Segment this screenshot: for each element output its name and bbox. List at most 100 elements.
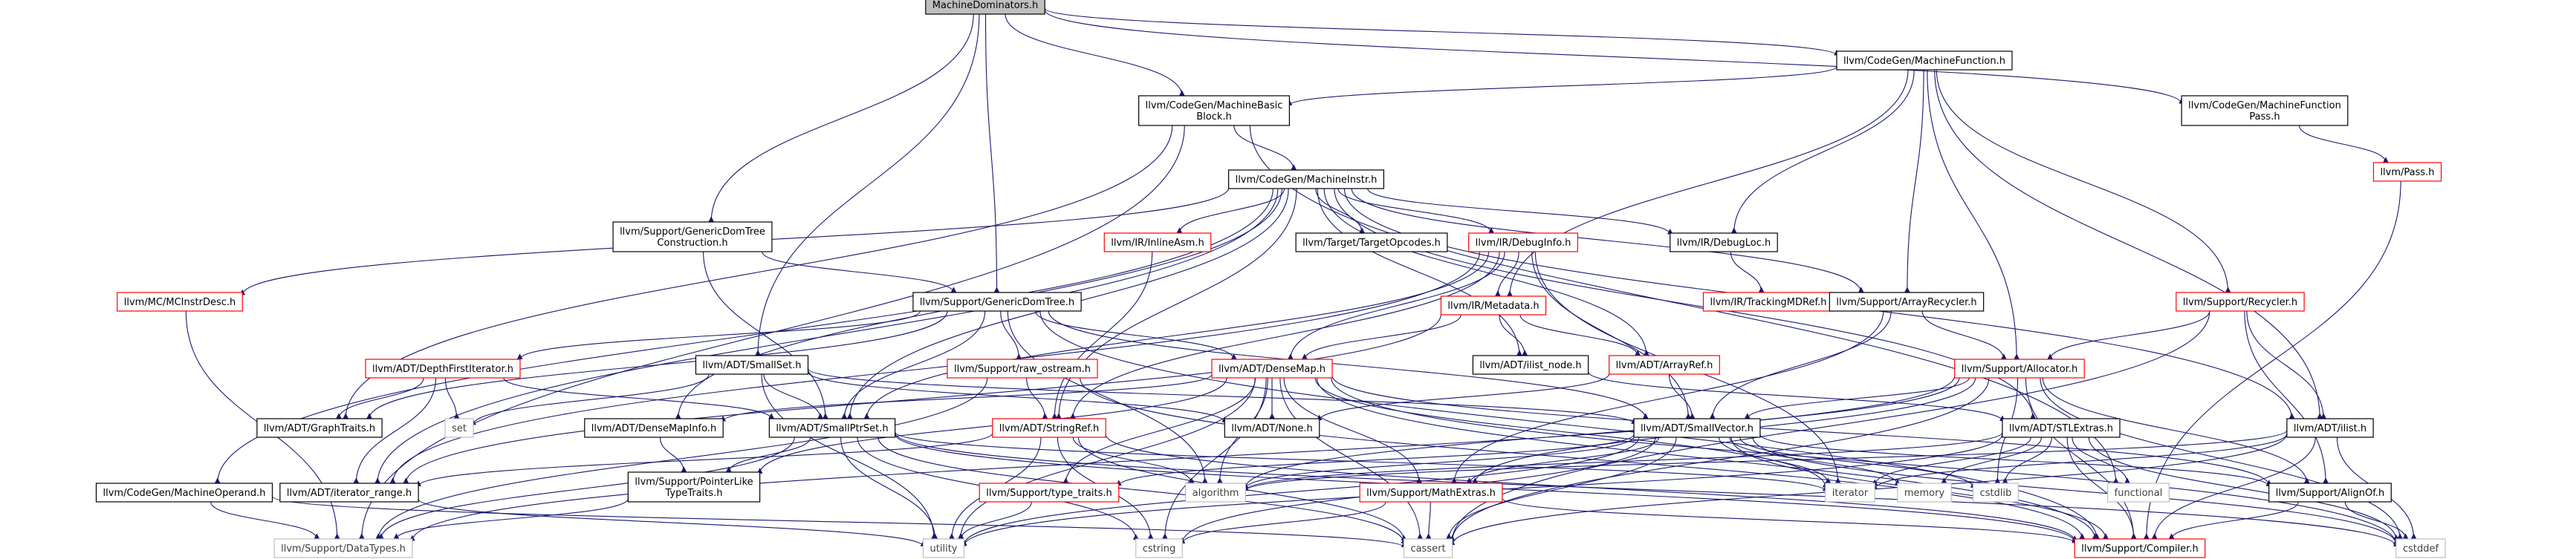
graph-node-metadata[interactable]: llvm/IR/Metadata.h [1440,295,1547,316]
graph-node-stringref[interactable]: llvm/ADT/StringRef.h [992,418,1106,438]
graph-node-mathextras[interactable]: llvm/Support/MathExtras.h [1359,483,1503,503]
edge-ilist-to-compiler [2151,437,2316,540]
edge-recycler-to-allocator [2047,310,2210,360]
graph-node-arrrec[interactable]: llvm/Support/ArrayRecycler.h [1829,292,1985,312]
node-box [1829,292,1985,312]
edge-mfunc-to-recycler [1936,69,2231,293]
edge-inlineasm-to-stringref [1051,251,1153,419]
graph-node-compiler[interactable]: llvm/Support/Compiler.h [2074,538,2206,558]
graph-node-dfi[interactable]: llvm/ADT/DepthFirstIterator.h [365,359,521,379]
node-box [768,418,896,438]
node-box [256,418,383,438]
graph-node-trackmd[interactable]: llvm/IR/TrackingMDRef.h [1702,292,1834,312]
graph-node-smallvector[interactable]: llvm/ADT/SmallVector.h [1633,418,1761,438]
node-box [444,418,474,438]
graph-node-ilistnode[interactable]: llvm/ADT/ilist_node.h [1472,355,1589,375]
node-label: llvm/ADT/GraphTraits.h [264,423,375,434]
graph-node-cstring: cstring [1135,538,1183,558]
edge-gdt-to-algorithm [1007,310,1208,484]
graph-node-densemapinfo[interactable]: llvm/ADT/DenseMapInfo.h [584,418,724,438]
node-box [2372,162,2442,182]
node-label: llvm/CodeGen/MachineInstr.h [1236,174,1378,186]
graph-node-targetop[interactable]: llvm/Target/TargetOpcodes.h [1295,232,1448,252]
edge-minstr-to-iterrange [374,188,1279,484]
graph-node-densemap[interactable]: llvm/ADT/DenseMap.h [1211,359,1333,379]
edge-dfi-to-iterrange [353,377,437,484]
node-label: cstring [1143,543,1175,555]
graph-node-inlineasm[interactable]: llvm/IR/InlineAsm.h [1103,232,1212,252]
node-box [925,0,1045,15]
edge-mfunc-to-mbb [1286,66,1837,106]
graph-node-rawos[interactable]: llvm/Support/raw_ostream.h [947,359,1098,379]
node-box [2286,418,2374,438]
graph-node-ilist[interactable]: llvm/ADT/ilist.h [2286,418,2374,438]
edge-metadata-to-iterrange [403,314,1441,484]
node-box [1836,50,2013,71]
graph-node-moperand[interactable]: llvm/CodeGen/MachineOperand.h [95,483,273,503]
graph-node-gdt[interactable]: llvm/Support/GenericDomTree.h [912,292,1082,312]
graph-node-stlextras[interactable]: llvm/ADT/STLExtras.h [2002,418,2121,438]
edge-densemap-to-cstring [1162,377,1267,540]
node-label: llvm/MC/MCInstrDesc.h [124,297,236,308]
node-label: Pass.h [2249,111,2280,122]
node-box [612,221,773,252]
edge-gdt-to-dfi [516,310,921,360]
graph-node-minstr[interactable]: llvm/CodeGen/MachineInstr.h [1227,169,1385,189]
graph-node-mfunc[interactable]: llvm/CodeGen/MachineFunction.h [1836,50,2013,71]
edge-stringref-to-algorithm [1072,437,1195,484]
node-box [1295,232,1448,252]
edge-mbb-to-minstr [1233,125,1297,171]
edge-pointerlike-to-datatypes [393,498,629,540]
edge-smallptrset-to-cstddef [895,432,2399,547]
node-label: memory [1904,488,1945,499]
edge-allocator-to-smallvector [1744,377,1970,419]
node-label: llvm/Support/PointerLike [635,477,753,488]
graph-node-cassert: cassert [1403,538,1453,558]
node-box [992,418,1106,438]
node-box [1211,359,1333,379]
graph-node-debuginfo[interactable]: llvm/IR/DebugInfo.h [1468,232,1578,252]
node-label: set [452,423,467,434]
graph-node-arrayref[interactable]: llvm/ADT/ArrayRef.h [1609,355,1720,375]
edge-gdtc-to-gdt [762,251,957,293]
node-label: functional [2115,488,2163,499]
graph-node-root[interactable]: MachineDominators.h [925,0,1045,15]
graph-node-smallptrset[interactable]: llvm/ADT/SmallPtrSet.h [768,418,896,438]
graph-node-smallset[interactable]: llvm/ADT/SmallSet.h [695,355,809,375]
graph-node-alignof[interactable]: llvm/Support/AlignOf.h [2268,483,2392,503]
edge-minstr-to-ilistnode [1317,188,1522,356]
node-box [2268,483,2392,503]
edge-smallset-to-smallptrset [763,373,823,419]
graph-node-graphtraits[interactable]: llvm/ADT/GraphTraits.h [256,418,383,438]
graph-node-iterrange[interactable]: llvm/ADT/iterator_range.h [279,483,419,503]
graph-node-functional: functional [2107,483,2170,503]
edge-stlextras-to-cstdlib [2002,437,2052,484]
node-box [922,538,965,558]
node-box [695,355,809,375]
node-box [912,292,1082,312]
node-box [1185,483,1246,503]
graph-node-allocator[interactable]: llvm/Support/Allocator.h [1954,359,2085,379]
node-box [95,483,273,503]
graph-node-pass[interactable]: llvm/Pass.h [2372,162,2442,182]
graph-node-debugloc[interactable]: llvm/IR/DebugLoc.h [1670,232,1778,252]
edge-allocator-to-cassert [1449,377,1990,541]
graph-node-recycler[interactable]: llvm/Support/Recycler.h [2176,292,2305,312]
graph-node-typetraits[interactable]: llvm/Support/type_traits.h [979,483,1120,503]
node-label: MachineDominators.h [932,0,1038,11]
edge-minstr-to-arrrec [1351,188,1864,293]
edge-smallvector-to-algorithm [1242,436,1635,489]
edge-dfi-to-set [444,377,460,419]
node-label: llvm/Support/raw_ostream.h [954,364,1091,375]
edge-dfi-to-smallptrset [503,377,774,419]
graph-node-mcid[interactable]: llvm/MC/MCInstrDesc.h [117,292,243,312]
edge-minstr-to-debugloc [1367,188,1673,235]
edge-smallvector-to-typetraits [1115,434,1635,486]
graph-node-gdtc[interactable]: llvm/Support/GenericDomTreeConstruction.… [612,221,773,252]
edge-smallvector-to-cstdlib [1739,437,1976,488]
graph-node-none[interactable]: llvm/ADT/None.h [1224,418,1320,438]
edge-smallset-to-set [470,373,710,425]
